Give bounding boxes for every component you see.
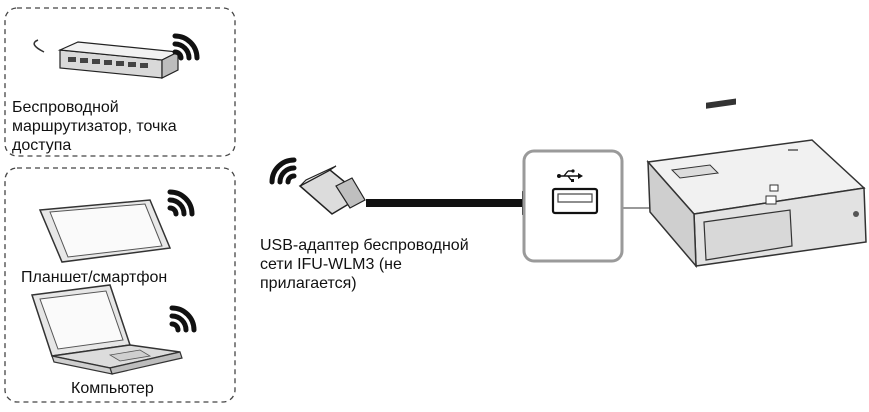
router-wifi-icon — [172, 33, 200, 61]
clients-group-frame — [4, 167, 236, 403]
router-label: Беспроводной маршрутизатор, точка доступ… — [12, 99, 177, 154]
laptop-wifi-icon — [169, 305, 197, 333]
laptop-label: Компьютер — [71, 380, 154, 397]
laptop-icon — [31, 284, 183, 375]
usb-adapter-icon — [298, 165, 366, 215]
projector-icon — [646, 98, 867, 269]
adapter-wifi-icon — [269, 157, 297, 185]
tablet-wifi-icon — [167, 189, 195, 217]
usb-port-inner — [557, 193, 593, 203]
tablet-label: Планшет/смартфон — [21, 269, 168, 286]
usb-icon — [557, 169, 583, 182]
connection-arrow — [366, 191, 550, 215]
router-icon — [33, 39, 181, 79]
router-group-frame — [4, 7, 236, 157]
usb-adapter-label: USB-адаптер беспроводной сети IFU-WLM3 (… — [260, 237, 469, 292]
tablet-icon — [38, 199, 172, 263]
usb-port — [551, 187, 599, 215]
